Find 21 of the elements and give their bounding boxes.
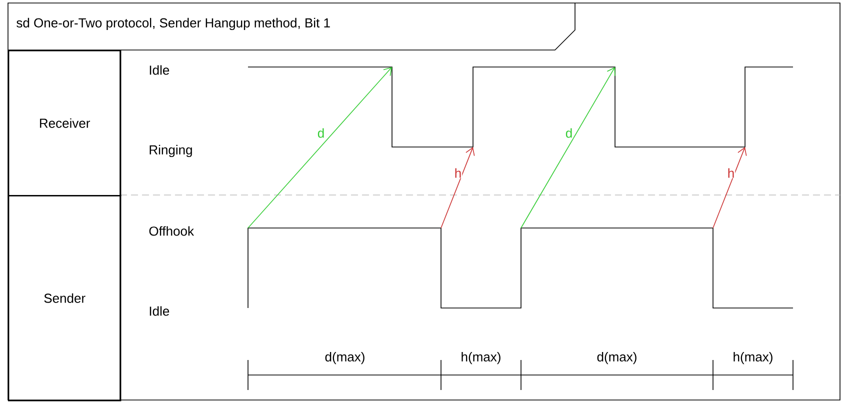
lifeline-box: Sender xyxy=(8,195,122,402)
dimension-label: d(max) xyxy=(324,351,366,365)
arrow xyxy=(712,147,747,228)
arrow xyxy=(248,67,392,228)
arrow xyxy=(520,67,616,228)
arrow xyxy=(440,147,475,228)
edge-label: d xyxy=(564,128,574,138)
title-tab: sd One-or-Two protocol, Sender Hangup method, Bit 1 xyxy=(8,2,576,50)
edge-label: h xyxy=(454,168,462,178)
lifeline-box: Receiver xyxy=(8,50,122,196)
state-label: Idle xyxy=(148,306,170,316)
dimension-label: d(max) xyxy=(596,351,638,365)
timing-waveform xyxy=(248,228,794,308)
state-label: Idle xyxy=(148,64,170,76)
state-label: Offhook xyxy=(148,226,194,236)
state-label: Ringing xyxy=(148,144,194,158)
timing-waveform xyxy=(248,66,794,148)
dimension-label: h(max) xyxy=(732,351,774,365)
edge-label: d xyxy=(316,128,326,138)
edge-label: h xyxy=(726,168,736,178)
dimension-label: h(max) xyxy=(460,351,502,365)
